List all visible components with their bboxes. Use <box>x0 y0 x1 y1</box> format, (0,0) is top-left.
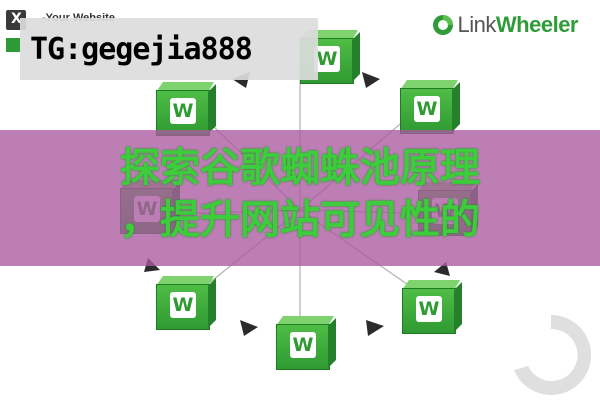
arrow-icon <box>362 72 380 88</box>
headline-band <box>0 130 600 266</box>
linkwheeler-swirl-icon <box>432 15 453 35</box>
web2-property-cube: W <box>156 276 216 330</box>
watermark-swirl-icon <box>514 314 592 395</box>
tg-contact-text: TG:gegejia888 <box>30 31 253 67</box>
web2-property-cube: W <box>402 280 462 334</box>
headline-line-2: ，提升网站可见性的 <box>120 197 480 243</box>
arrow-icon <box>366 320 384 336</box>
tg-contact-banner: TG:gegejia888 <box>20 18 318 80</box>
web2-property-cube: W <box>276 316 336 370</box>
headline: 探索谷歌蜘蛛池原理 ，提升网站可见性的 <box>0 142 600 246</box>
small-cube-icon <box>6 38 20 52</box>
arrow-icon <box>240 320 258 336</box>
web2-property-cube: W <box>156 82 216 136</box>
linkwheeler-wordmark: LinkWheeler <box>457 12 579 37</box>
web2-property-cube: W <box>400 80 460 134</box>
headline-line-1: 探索谷歌蜘蛛池原理 <box>120 145 480 191</box>
linkwheeler-logo: LinkWheeler <box>432 10 579 40</box>
